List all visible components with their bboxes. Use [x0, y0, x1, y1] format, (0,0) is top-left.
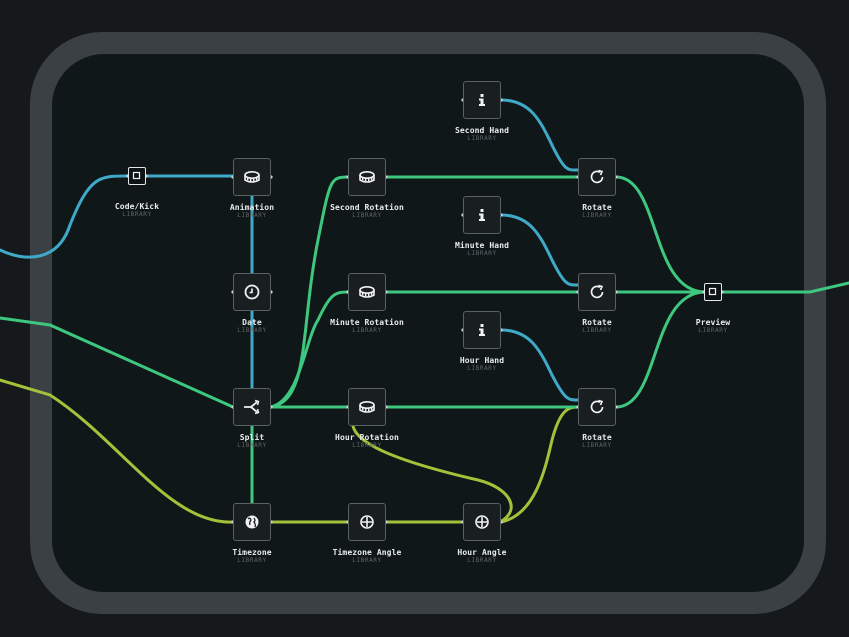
node-sublabel: LIBRARY — [352, 327, 382, 334]
node-sublabel: LIBRARY — [237, 327, 267, 334]
info-icon — [479, 209, 485, 221]
node-label: Minute Rotation — [330, 318, 404, 327]
wire-input-left-to-code-kick[interactable] — [0, 174, 130, 259]
info-icon — [479, 94, 485, 106]
node-rotate-1[interactable] — [578, 158, 616, 196]
wire-second-hand-to-rotate-1[interactable] — [499, 98, 580, 172]
node-sublabel: LIBRARY — [237, 557, 267, 564]
node-second-rotation[interactable] — [348, 158, 386, 196]
node-label: Preview — [695, 318, 731, 327]
node-label: Second Hand — [454, 126, 510, 135]
wire-input-left-to-timezone[interactable] — [0, 378, 235, 524]
node-date[interactable] — [233, 273, 271, 311]
node-animation[interactable] — [233, 158, 271, 196]
node-label: Rotate — [582, 433, 612, 442]
square-icon — [132, 171, 141, 180]
node-minute-hand[interactable] — [463, 196, 501, 234]
node-timezone[interactable] — [233, 503, 271, 541]
node-sublabel: LIBRARY — [467, 135, 497, 142]
node-label: Hour Rotation — [335, 433, 399, 442]
wire-split-to-minute-rotation[interactable] — [269, 290, 350, 409]
plus-circle-icon — [360, 515, 374, 529]
node-rotate-3[interactable] — [578, 388, 616, 426]
node-rotate-2[interactable] — [578, 273, 616, 311]
node-label: Code/Kick — [114, 202, 160, 211]
node-sublabel: LIBRARY — [237, 442, 267, 449]
node-label: Hour Angle — [457, 548, 507, 557]
node-sublabel: LIBRARY — [467, 365, 497, 372]
wire-input-left-to-split[interactable] — [0, 316, 235, 409]
node-hour-hand[interactable] — [463, 311, 501, 349]
node-sublabel: LIBRARY — [582, 327, 612, 334]
split-icon — [244, 399, 260, 415]
globe-icon — [245, 515, 259, 529]
node-label: Timezone Angle — [332, 548, 402, 557]
rotate-icon — [590, 399, 604, 414]
wire-hour-rotation-to-hour-angle[interactable] — [351, 410, 513, 524]
wire-hour-hand-to-rotate-3[interactable] — [499, 328, 580, 402]
wire-preview-to-output-right[interactable] — [720, 281, 849, 294]
clock-icon — [244, 284, 260, 300]
node-label: Split — [239, 433, 265, 442]
node-second-hand[interactable] — [463, 81, 501, 119]
node-label: Rotate — [582, 318, 612, 327]
wire-hour-angle-to-rotate-3[interactable] — [499, 405, 580, 524]
node-preview[interactable] — [704, 283, 722, 301]
node-sublabel: LIBRARY — [582, 442, 612, 449]
film-icon — [359, 401, 375, 413]
film-icon — [359, 171, 375, 183]
node-hour-rotation[interactable] — [348, 388, 386, 426]
node-minute-rotation[interactable] — [348, 273, 386, 311]
node-sublabel: LIBRARY — [698, 327, 728, 334]
wire-minute-hand-to-rotate-2[interactable] — [499, 213, 580, 287]
node-sublabel: LIBRARY — [352, 557, 382, 564]
node-label: Minute Hand — [454, 241, 510, 250]
node-sublabel: LIBRARY — [352, 212, 382, 219]
node-sublabel: LIBRARY — [237, 212, 267, 219]
film-icon — [359, 286, 375, 298]
node-label: Second Rotation — [330, 203, 404, 212]
rotate-icon — [590, 169, 604, 184]
plus-circle-icon — [475, 515, 489, 529]
square-icon — [708, 287, 717, 296]
node-label: Date — [242, 318, 262, 327]
node-label: Hour Hand — [459, 356, 505, 365]
node-label: Timezone — [232, 548, 272, 557]
node-sublabel: LIBRARY — [467, 250, 497, 257]
node-code-kick[interactable] — [128, 167, 146, 185]
node-label: Animation — [229, 203, 275, 212]
node-sublabel: LIBRARY — [122, 211, 152, 218]
wire-rotate-1-to-preview[interactable] — [614, 175, 706, 294]
info-icon — [479, 324, 485, 336]
node-sublabel: LIBRARY — [352, 442, 382, 449]
node-timezone-angle[interactable] — [348, 503, 386, 541]
node-split[interactable] — [233, 388, 271, 426]
node-sublabel: LIBRARY — [467, 557, 497, 564]
wire-rotate-3-to-preview[interactable] — [614, 290, 706, 409]
node-label: Rotate — [582, 203, 612, 212]
rotate-icon — [590, 284, 604, 299]
node-sublabel: LIBRARY — [582, 212, 612, 219]
film-icon — [244, 171, 260, 183]
node-hour-angle[interactable] — [463, 503, 501, 541]
